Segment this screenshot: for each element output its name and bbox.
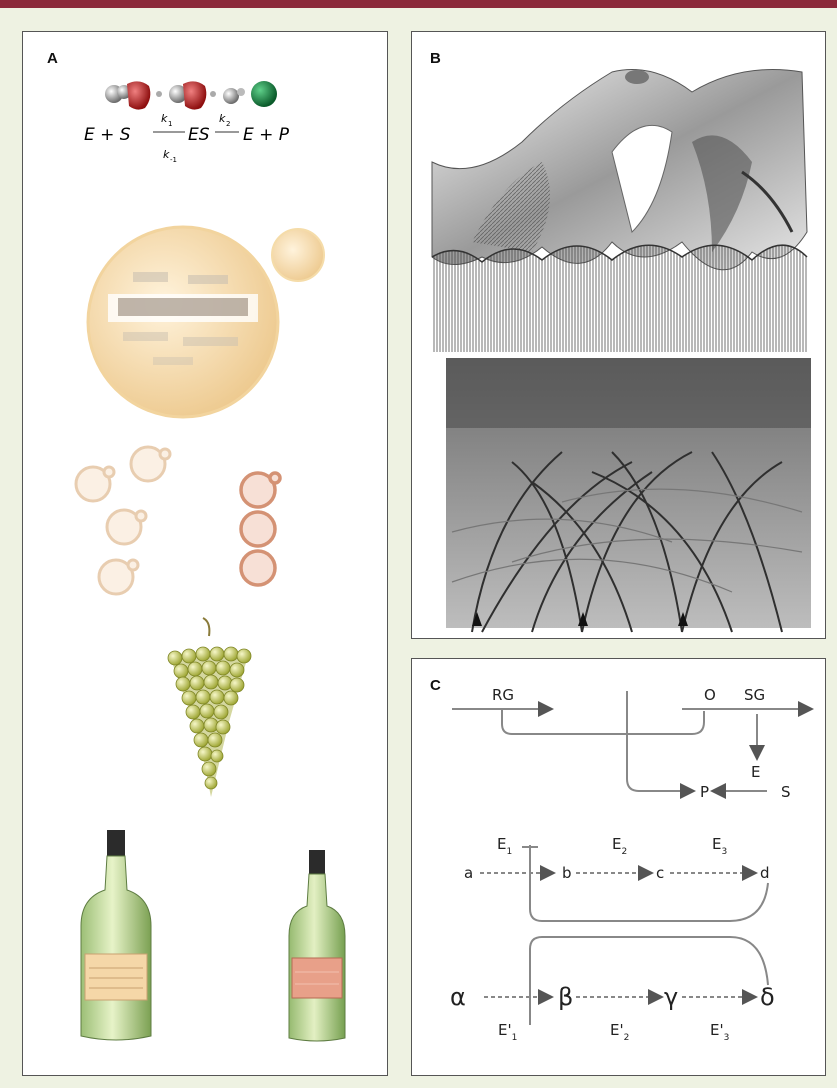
label-e1: E1: [497, 835, 512, 857]
label-c: c: [656, 864, 664, 882]
label-a: a: [464, 864, 473, 882]
label-e: E: [751, 763, 760, 781]
rate-k1: k: [161, 112, 168, 125]
label-o: O: [704, 686, 716, 704]
grape-cluster-illustration: [168, 618, 251, 797]
landscape-surface: [432, 70, 807, 353]
panel-a: A E + S k 1: [22, 31, 388, 1076]
rate-k-minus-1: k: [163, 148, 170, 161]
label-alpha: α: [450, 983, 466, 1011]
label-sg: SG: [744, 686, 765, 704]
rate-k1-sub: 1: [168, 120, 172, 128]
label-rg: RG: [492, 686, 514, 704]
label-eprime3: E'3: [710, 1021, 729, 1043]
metabolic-pathways-diagram: [480, 845, 768, 1025]
top-accent-bar: [0, 0, 837, 8]
epigenetic-landscape-illustration: [412, 32, 827, 640]
budding-cells-illustration: [76, 447, 170, 594]
label-eprime1: E'1: [498, 1021, 517, 1043]
michaelis-menten-equation: E + S k 1 k -1 ES k 2 E + P: [84, 112, 290, 164]
equation-e-plus-s: E + S: [84, 125, 131, 145]
label-delta: δ: [760, 983, 775, 1011]
rate-k2-sub: 2: [226, 120, 230, 128]
label-eprime2: E'2: [610, 1021, 629, 1043]
equation-es: ES: [188, 125, 210, 145]
wine-bottle-red-illustration: [289, 850, 345, 1041]
enzyme-substrate-molecules: [105, 81, 277, 110]
panel-c: C RG O SG E P S: [411, 658, 826, 1076]
label-e3: E3: [712, 835, 727, 857]
label-e2: E2: [612, 835, 627, 857]
panel-a-illustration: E + S k 1 k -1 ES k 2 E + P: [23, 32, 389, 1077]
label-d: d: [760, 864, 770, 882]
wine-bottle-white-illustration: [81, 830, 151, 1040]
equation-e-plus-p: E + P: [243, 125, 290, 145]
gene-regulation-diagram: RG O SG E P S E1 E2 E3 a b c d α β γ δ E…: [412, 659, 827, 1077]
panel-b: B: [411, 31, 826, 639]
label-s: S: [781, 783, 791, 801]
rate-k-minus-1-sub: -1: [170, 156, 177, 164]
yeast-cell-illustration: [88, 227, 324, 417]
label-b: b: [562, 864, 572, 882]
label-beta: β: [558, 983, 573, 1011]
label-p: P: [700, 783, 709, 801]
rolling-ball: [625, 70, 649, 84]
label-gamma: γ: [664, 983, 678, 1011]
budding-cells-red-illustration: [241, 473, 280, 585]
rate-k2: k: [219, 112, 226, 125]
landscape-underside: [446, 358, 811, 632]
